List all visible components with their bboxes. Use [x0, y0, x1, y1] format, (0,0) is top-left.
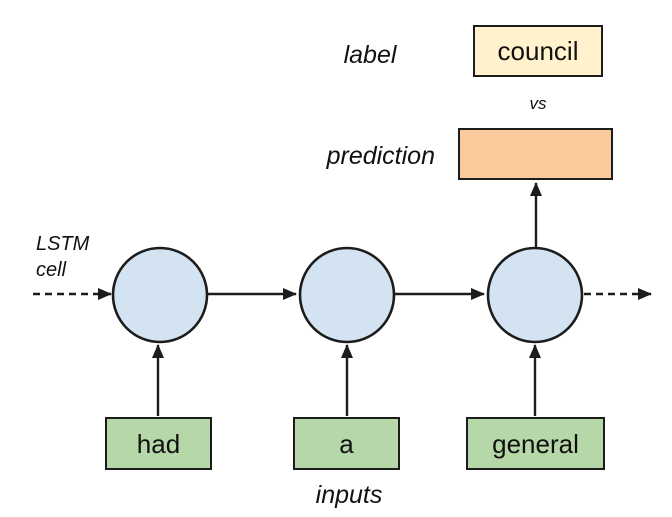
prediction-annotation: prediction — [326, 142, 435, 170]
label-box-text: council — [497, 36, 579, 66]
lstm-cell-annotation-line2: cell — [36, 259, 67, 281]
input-box-general: general — [466, 417, 605, 470]
input-box-a: a — [293, 417, 400, 470]
inputs-annotation: inputs — [315, 481, 383, 509]
lstm-cell-3-circle — [486, 246, 584, 344]
lstm-cell-annotation-line1: LSTM — [36, 233, 90, 255]
input-box-general-text: general — [492, 428, 579, 459]
lstm-cell-2-circle — [298, 246, 396, 344]
input-box-had: had — [105, 417, 212, 470]
input-box-had-text: had — [136, 428, 181, 459]
lstm-cell-1-circle — [111, 246, 209, 344]
lstm-cell-annotation: LSTM cell — [36, 231, 89, 283]
input-box-a-text: a — [339, 428, 354, 459]
vs-annotation: vs — [529, 94, 547, 113]
label-box: council — [473, 25, 603, 77]
prediction-box — [458, 128, 613, 180]
label-annotation: label — [343, 41, 397, 69]
